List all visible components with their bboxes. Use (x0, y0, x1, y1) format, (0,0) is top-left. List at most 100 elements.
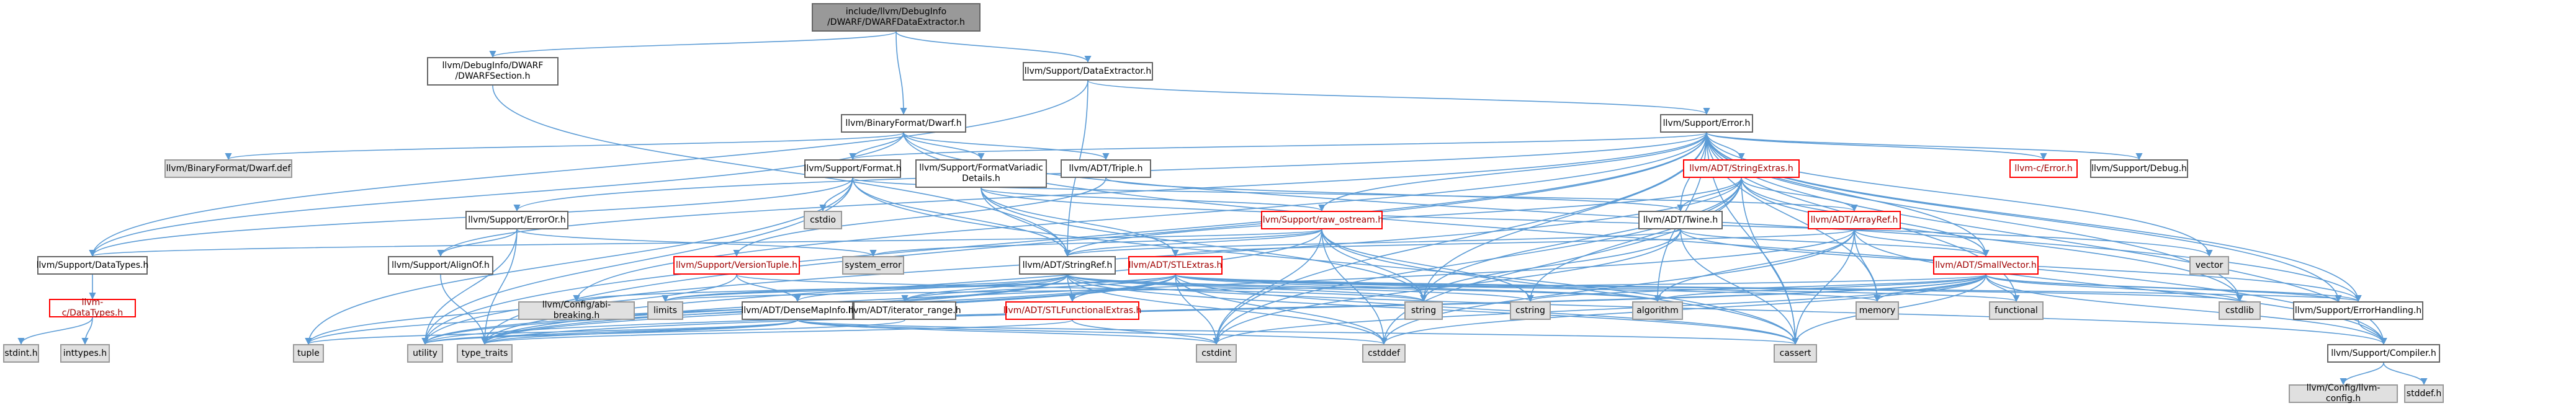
edge-densemapinfo-to-utility (421, 319, 798, 345)
edge-error-to-format (850, 132, 1707, 161)
node-memory: memory (1856, 301, 1899, 320)
node-tuple: tuple (293, 344, 324, 363)
edge-alignof-to-typetraits (440, 274, 488, 345)
edge-formatvariadic-to-rawostream (981, 187, 1326, 212)
node-cstdint: cstdint (1196, 344, 1237, 363)
edge-smallvector-to-memory (1874, 274, 1986, 303)
node-inttypes: inttypes.h (60, 344, 110, 363)
edge-triple-to-twine (1105, 177, 1684, 212)
node-cstdlib: cstdlib (2219, 301, 2261, 320)
edge-compiler-to-llvmconfig (2340, 362, 2384, 386)
node-abibreaking: llvm/Config/abi-breaking.h (518, 300, 635, 321)
edge-root-to-dwarfsection (489, 31, 897, 58)
edge-triple-to-versiontuple (733, 177, 1106, 257)
node-debug[interactable]: llvm/Support/Debug.h (2090, 159, 2188, 178)
node-compiler[interactable]: llvm/Support/Compiler.h (2327, 344, 2440, 363)
edge-arrayref-to-stlextras (1172, 229, 1855, 257)
node-densemapinfo[interactable]: llvm/ADT/DenseMapInfo.h (741, 301, 854, 320)
edge-dwarfh-to-formatvariadic (903, 132, 985, 161)
edge-dataextractor-to-datatypes (89, 80, 1088, 257)
edge-error-to-rawostream (1318, 132, 1707, 212)
node-smallvector[interactable]: llvm/ADT/SmallVector.h (1933, 256, 2039, 275)
node-cassert: cassert (1774, 344, 1817, 363)
edge-format-to-utility (421, 177, 853, 345)
node-erroror[interactable]: llvm/Support/ErrorOr.h (465, 211, 568, 229)
node-string: string (1404, 301, 1443, 320)
edge-arrayref-to-cassert (1792, 229, 1855, 345)
node-dwarfh[interactable]: llvm/BinaryFormat/Dwarf.h (841, 114, 966, 133)
node-algorithm: algorithm (1632, 301, 1683, 320)
node-rawostream[interactable]: llvm/Support/raw_ostream.h (1260, 211, 1383, 229)
node-llvmconfig: llvm/Config/llvm-config.h (2289, 383, 2398, 404)
edge-dwarfh-to-triple (903, 132, 1110, 161)
edge-stringextras-to-stringref (1064, 177, 1742, 257)
edge-twine-to-smallvector (1680, 229, 1990, 257)
node-alignof[interactable]: llvm/Support/AlignOf.h (388, 256, 493, 275)
edge-root-to-dataextractor (895, 31, 1092, 63)
edge-formatvariadic-to-vector (981, 187, 2213, 257)
edge-stlextras-to-cstdlib (1175, 274, 2243, 303)
node-stdint: stdint.h (3, 344, 39, 363)
node-dataextractor[interactable]: llvm/Support/DataExtractor.h (1023, 62, 1153, 81)
node-arrayref[interactable]: llvm/ADT/ArrayRef.h (1808, 211, 1901, 229)
edges-layer (17, 31, 2428, 386)
node-utility: utility (407, 344, 443, 363)
node-stringref[interactable]: llvm/ADT/StringRef.h (1019, 256, 1116, 275)
node-error[interactable]: llvm/Support/Error.h (1660, 114, 1753, 133)
node-typetraits: type_traits (457, 344, 513, 363)
edge-stringextras-to-cstddef (1380, 177, 1742, 345)
node-twine[interactable]: llvm/ADT/Twine.h (1638, 211, 1723, 229)
edge-smallvector-to-compiler (1985, 274, 2387, 345)
edge-stringextras-to-cstring (1527, 177, 1742, 303)
edge-error-to-errorhandling (1706, 132, 2362, 303)
node-cstddef: cstddef (1362, 344, 1406, 363)
edge-smallvector-to-cstdint (1213, 274, 1986, 345)
edge-root-to-dwarfh (895, 31, 907, 115)
edge-stringextras-to-cstdlib (1741, 177, 2243, 303)
edge-densemapinfo-to-cstdint (797, 319, 1220, 345)
node-formatvariadic[interactable]: llvm/Support/FormatVariadic Details.h (915, 159, 1047, 188)
edge-error-to-abibreaking (573, 132, 1707, 303)
node-vector: vector (2189, 256, 2229, 275)
edge-densemapinfo-to-typetraits (481, 319, 798, 345)
edge-error-to-cstdlib (1706, 132, 2243, 303)
edge-densemapinfo-to-cassert (797, 319, 1798, 345)
node-stlfunctional[interactable]: llvm/ADT/STLFunctionalExtras.h (1003, 301, 1141, 320)
edge-stlextras-to-limits (662, 274, 1176, 303)
node-root[interactable]: include/llvm/DebugInfo /DWARF/DWARFDataE… (812, 3, 981, 32)
node-triple[interactable]: llvm/ADT/Triple.h (1061, 159, 1151, 178)
edge-stringextras-to-arrayref (1741, 177, 1858, 212)
node-dwarfsection[interactable]: llvm/DebugInfo/DWARF /DWARFSection.h (427, 57, 559, 86)
edge-stringextras-to-string (1420, 177, 1742, 303)
node-iteratorrange[interactable]: llvm/ADT/iterator_range.h (848, 301, 961, 320)
node-stringextras[interactable]: llvm/ADT/StringExtras.h (1683, 159, 1800, 178)
node-errorhandling[interactable]: llvm/Support/ErrorHandling.h (2293, 301, 2423, 320)
edge-densemapinfo-to-cstddef (797, 319, 1388, 345)
edge-dwarfsection-to-stringref (492, 85, 1071, 257)
node-cerror[interactable]: llvm-c/Error.h (2009, 159, 2078, 178)
edge-format-to-tuple (305, 177, 853, 345)
node-stlextras[interactable]: llvm/ADT/STLExtras.h (1128, 256, 1223, 275)
edge-stlextras-to-cstddef (1175, 274, 1388, 345)
edge-smallvector-to-cstring (1527, 274, 1986, 303)
edge-stringref-to-iteratorrange (901, 274, 1068, 303)
edge-cdatatypes-to-inttypes (81, 317, 93, 345)
edge-stlextras-to-cassert (1175, 274, 1799, 345)
edge-smallvector-to-errorhandling (1985, 274, 2362, 303)
edge-dwarfh-to-datatypes (89, 132, 904, 257)
node-format[interactable]: llvm/Support/Format.h (804, 159, 902, 178)
node-cdatatypes[interactable]: llvm-c/DataTypes.h (49, 298, 136, 318)
edge-formatvariadic-to-stringref (981, 187, 1071, 257)
edge-rawostream-to-cstring (1321, 229, 1534, 303)
node-versiontuple[interactable]: llvm/Support/VersionTuple.h (673, 256, 800, 275)
edge-cdatatypes-to-stdint (17, 317, 93, 345)
node-cstdio: cstdio (804, 211, 842, 229)
edge-smallvector-to-functional (1985, 274, 2020, 303)
edge-versiontuple-to-string (736, 274, 1427, 303)
node-datatypes[interactable]: llvm/Support/DataTypes.h (37, 256, 148, 275)
node-dwarfdef: llvm/BinaryFormat/Dwarf.def (164, 159, 292, 178)
node-stddef: stddef.h (2404, 384, 2444, 403)
edge-error-to-cerror (1706, 132, 2047, 161)
edge-twine-to-cassert (1680, 229, 1799, 345)
